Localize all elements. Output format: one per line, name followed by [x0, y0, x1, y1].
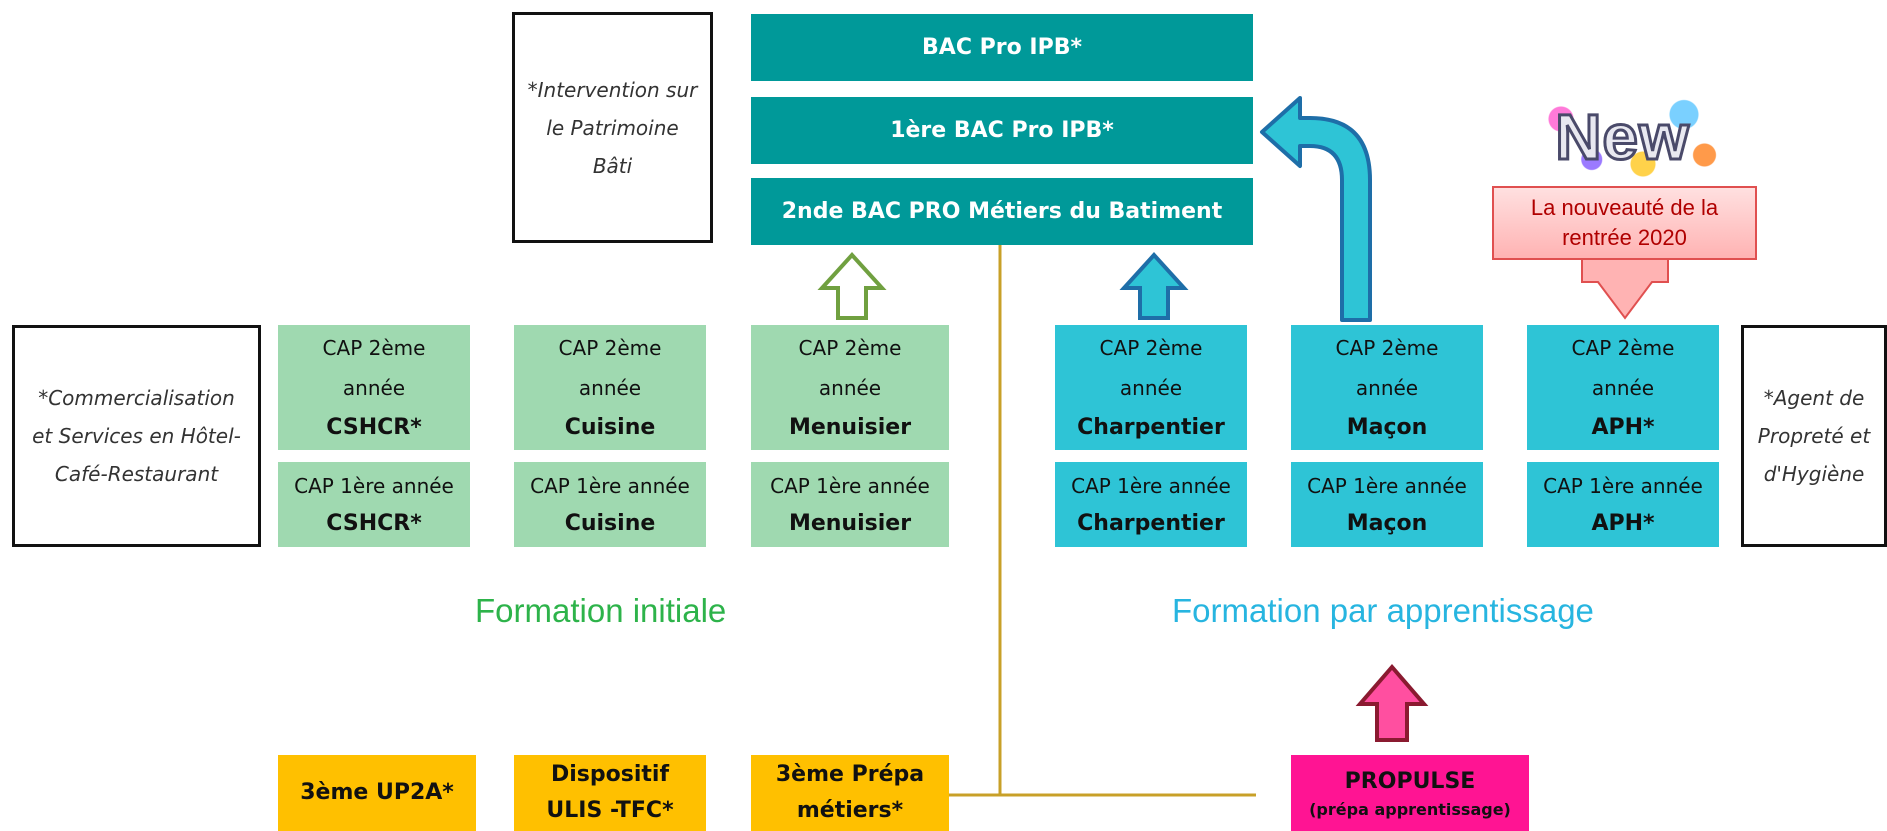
cap2-year-label: CAP 2ème [1571, 335, 1675, 360]
up-arrow-propulse [1355, 663, 1429, 742]
new-callout-line: La nouveauté de la [1530, 195, 1719, 220]
cap1-cshcr-box: CAP 1ère année CSHCR* [278, 462, 470, 547]
seconde-bac-box: 2nde BAC PRO Métiers du Batiment [751, 178, 1253, 245]
cap1-year-label: CAP 1ère année [770, 473, 930, 498]
cap1-year-label: CAP 1ère année [294, 473, 454, 498]
cap2-year-label: CAP 2ème [322, 335, 426, 360]
cap2-year-label: CAP 2ème [1335, 335, 1439, 360]
cap2-year-label: année [578, 375, 642, 400]
cap1-year-label: CAP 1ère année [1543, 473, 1703, 498]
cap1-year-label: CAP 1ère année [1071, 473, 1231, 498]
cap1-macon-box: CAP 1ère année Maçon [1291, 462, 1483, 547]
note-ipb-line: le Patrimoine [546, 115, 679, 140]
ulis-label: ULIS -TFC* [546, 798, 674, 823]
cap2-year-label: CAP 2ème [798, 335, 902, 360]
seconde-bac-label: 2nde BAC PRO Métiers du Batiment [781, 199, 1223, 224]
premiere-bac-label: 1ère BAC Pro IPB* [890, 118, 1114, 143]
prepa-label: métiers* [796, 798, 904, 823]
propulse-label: PROPULSE [1344, 769, 1476, 794]
prepa-box: 3ème Prépa métiers* [751, 755, 949, 831]
premiere-bac-box: 1ère BAC Pro IPB* [751, 97, 1253, 164]
propulse-box: PROPULSE (prépa apprentissage) [1291, 755, 1529, 831]
cap2-menuisier-box: CAP 2ème année Menuisier [751, 325, 949, 450]
cap-name: CSHCR* [326, 414, 422, 440]
note-cshcr-line: Café-Restaurant [54, 462, 219, 486]
prepa-label: 3ème Prépa [775, 762, 925, 787]
cap-name: APH* [1591, 414, 1655, 440]
up-arrow-initial [817, 252, 887, 320]
cap-name: Cuisine [564, 414, 656, 440]
new-callout-line: rentrée 2020 [1562, 225, 1687, 250]
note-aph-line: d'Hygiène [1763, 462, 1865, 486]
cap2-year-label: CAP 2ème [1099, 335, 1203, 360]
up2a-box: 3ème UP2A* [278, 755, 476, 831]
cap2-year-label: année [1355, 375, 1419, 400]
note-aph: *Agent de Propreté et d'Hygiène [1741, 325, 1887, 547]
section-title-initial: Formation initiale [475, 592, 727, 629]
note-cshcr-line: et Services en Hôtel- [32, 424, 241, 448]
note-cshcr-line: *Commercialisation [38, 386, 235, 410]
cap-name: Cuisine [564, 510, 656, 536]
ulis-label: Dispositif [550, 762, 670, 787]
cap-name: Charpentier [1077, 414, 1225, 440]
cap2-year-label: CAP 2ème [558, 335, 662, 360]
cap2-cshcr-box: CAP 2ème année CSHCR* [278, 325, 470, 450]
cap1-menuisier-box: CAP 1ère année Menuisier [751, 462, 949, 547]
cap-name: Charpentier [1077, 510, 1225, 536]
cap2-aph-box: CAP 2ème année APH* [1527, 325, 1719, 450]
cap2-cuisine-box: CAP 2ème année Cuisine [514, 325, 706, 450]
note-ipb-line: *Intervention sur [527, 77, 698, 102]
cap-name: Maçon [1346, 414, 1428, 440]
bac-pro-label: BAC Pro IPB* [922, 35, 1082, 60]
cap-name: Menuisier [788, 414, 912, 440]
cap-name: Maçon [1346, 510, 1428, 536]
bac-pro-box: BAC Pro IPB* [751, 14, 1253, 81]
cap1-year-label: CAP 1ère année [1307, 473, 1467, 498]
cap1-charpentier-box: CAP 1ère année Charpentier [1055, 462, 1247, 547]
curved-arrow-macon [1260, 96, 1372, 322]
cap-name: APH* [1591, 510, 1655, 536]
ulis-box: Dispositif ULIS -TFC* [514, 755, 706, 831]
note-cshcr: *Commercialisation et Services en Hôtel-… [12, 325, 261, 547]
cap2-macon-box: CAP 2ème année Maçon [1291, 325, 1483, 450]
cap1-year-label: CAP 1ère année [530, 473, 690, 498]
cap2-year-label: année [342, 375, 406, 400]
up-arrow-apprentice [1119, 252, 1189, 320]
cap-name: CSHCR* [326, 510, 422, 536]
cap-name: Menuisier [788, 510, 912, 536]
new-logo-text: New [1554, 100, 1691, 175]
cap2-year-label: année [1119, 375, 1183, 400]
note-aph-line: *Agent de [1763, 386, 1865, 410]
cap2-year-label: année [818, 375, 882, 400]
up2a-label: 3ème UP2A* [300, 780, 454, 805]
new-callout-pointer [1581, 255, 1669, 320]
note-aph-line: Propreté et [1757, 424, 1871, 448]
cap1-cuisine-box: CAP 1ère année Cuisine [514, 462, 706, 547]
cap2-charpentier-box: CAP 2ème année Charpentier [1055, 325, 1247, 450]
cap1-aph-box: CAP 1ère année APH* [1527, 462, 1719, 547]
cap2-year-label: année [1591, 375, 1655, 400]
note-ipb-line: Bâti [592, 153, 633, 178]
new-callout: La nouveauté de la rentrée 2020 [1492, 186, 1757, 260]
new-logo: New [1520, 92, 1725, 182]
section-title-apprentice: Formation par apprentissage [1172, 592, 1594, 629]
propulse-sublabel: (prépa apprentissage) [1309, 800, 1511, 819]
note-ipb: *Intervention sur le Patrimoine Bâti [512, 12, 713, 243]
